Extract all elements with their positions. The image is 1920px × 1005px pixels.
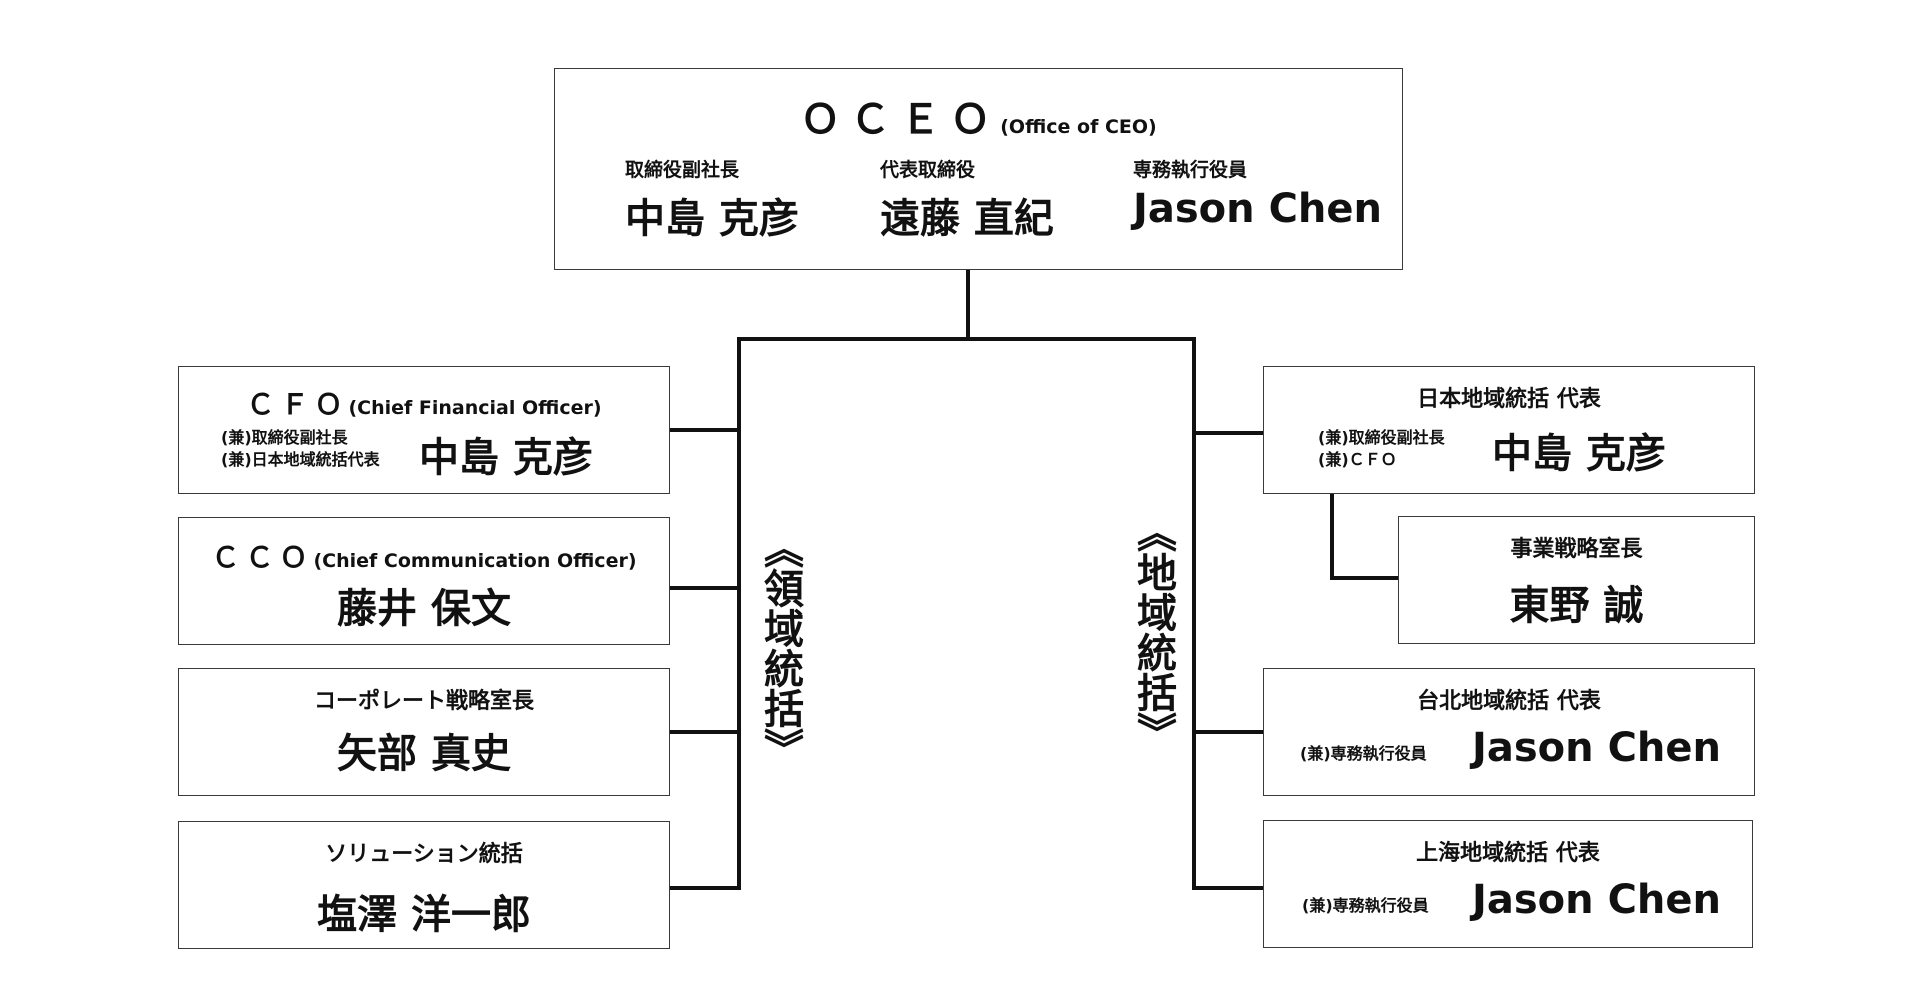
unit-title: ＣＦＯ(Chief Financial Officer) xyxy=(179,383,669,423)
unit-notes: (兼)取締役副社長 (兼)日本地域統括代表 xyxy=(221,427,380,471)
unit-notes: (兼)専務執行役員 xyxy=(1302,895,1429,917)
oceo-member-3: 専務執行役員 Jason Chen xyxy=(1133,155,1382,232)
region-unit-business-strategy: 事業戦略室長 東野 誠 xyxy=(1398,516,1755,644)
connector-top-bar xyxy=(737,337,1196,341)
region-unit-shanghai: 上海地域統括 代表 (兼)専務執行役員 Jason Chen xyxy=(1263,820,1753,948)
unit-name: 中島 克彦 xyxy=(1492,431,1666,477)
unit-note: (兼)日本地域統括代表 xyxy=(221,450,380,469)
unit-title-sub: (Chief Financial Officer) xyxy=(348,397,602,419)
oceo-member-role: 専務執行役員 xyxy=(1133,159,1248,181)
unit-title: 日本地域統括 代表 xyxy=(1417,387,1601,412)
unit-name: 藤井 保文 xyxy=(337,586,511,632)
unit-note: (兼)取締役副社長 xyxy=(221,428,348,447)
connector-right-branch-1 xyxy=(1192,431,1263,435)
connector-left-trunk xyxy=(737,337,741,890)
oceo-title: ＯＣＥＯ(Office of CEO) xyxy=(555,87,1402,145)
unit-name: 塩澤 洋一郎 xyxy=(317,892,531,938)
domain-unit-corporate-strategy: コーポレート戦略室長 矢部 真史 xyxy=(178,668,670,796)
domain-unit-cfo: ＣＦＯ(Chief Financial Officer) (兼)取締役副社長 (… xyxy=(178,366,670,494)
unit-title: コーポレート戦略室長 xyxy=(313,689,534,714)
unit-name: 中島 克彦 xyxy=(419,435,593,481)
unit-name: 矢部 真史 xyxy=(337,731,511,777)
unit-name: Jason Chen xyxy=(1472,725,1722,771)
connector-left-branch-3 xyxy=(670,730,740,734)
unit-title: ＣＣＯ(Chief Communication Officer) xyxy=(179,536,669,576)
unit-name: Jason Chen xyxy=(1472,877,1722,923)
connector-right-branch-3 xyxy=(1192,730,1263,734)
connector-left-branch-1 xyxy=(670,428,740,432)
unit-note: (兼)専務執行役員 xyxy=(1300,744,1427,763)
connector-right-branch-4 xyxy=(1192,886,1263,890)
oceo-member-role: 取締役副社長 xyxy=(625,159,740,181)
region-unit-taipei: 台北地域統括 代表 (兼)専務執行役員 Jason Chen xyxy=(1263,668,1755,796)
domain-label: 《領域統括》 xyxy=(757,528,803,768)
unit-note: (兼)専務執行役員 xyxy=(1302,896,1429,915)
oceo-title-main: ＯＣＥＯ xyxy=(800,97,1001,143)
oceo-member-2: 代表取締役 遠藤 直紀 xyxy=(880,155,1054,244)
unit-notes: (兼)専務執行役員 xyxy=(1300,743,1427,765)
unit-note: (兼)取締役副社長 xyxy=(1318,428,1445,447)
unit-note: (兼)ＣＦＯ xyxy=(1318,450,1397,469)
connector-right-trunk xyxy=(1192,337,1196,890)
oceo-member-role: 代表取締役 xyxy=(880,159,976,181)
connector-oceo-down xyxy=(966,270,970,340)
oceo-title-sub: (Office of CEO) xyxy=(1000,116,1157,138)
region-label: 《地域統括》 xyxy=(1130,512,1176,752)
region-unit-japan: 日本地域統括 代表 (兼)取締役副社長 (兼)ＣＦＯ 中島 克彦 xyxy=(1263,366,1755,494)
domain-unit-solution: ソリューション統括 塩澤 洋一郎 xyxy=(178,821,670,949)
connector-left-branch-2 xyxy=(670,586,740,590)
unit-title-sub: (Chief Communication Officer) xyxy=(313,550,637,572)
oceo-member-1: 取締役副社長 中島 克彦 xyxy=(625,155,799,244)
oceo-member-name: 中島 克彦 xyxy=(625,196,799,242)
unit-title: ソリューション統括 xyxy=(325,842,523,867)
unit-title: 台北地域統括 代表 xyxy=(1417,689,1601,714)
unit-title: 事業戦略室長 xyxy=(1510,537,1643,562)
oceo-box: ＯＣＥＯ(Office of CEO) 取締役副社長 中島 克彦 代表取締役 遠… xyxy=(554,68,1403,270)
oceo-member-name: Jason Chen xyxy=(1133,186,1383,232)
unit-title-main: ＣＣＯ xyxy=(211,541,314,574)
domain-unit-cco: ＣＣＯ(Chief Communication Officer) 藤井 保文 xyxy=(178,517,670,645)
connector-japan-sub-right xyxy=(1330,576,1398,580)
connector-japan-sub-down xyxy=(1330,493,1334,580)
connector-left-branch-4 xyxy=(670,886,740,890)
unit-title: 上海地域統括 代表 xyxy=(1416,841,1600,866)
unit-notes: (兼)取締役副社長 (兼)ＣＦＯ xyxy=(1318,427,1445,471)
unit-title-main: ＣＦＯ xyxy=(246,388,349,421)
unit-name: 東野 誠 xyxy=(1509,583,1644,629)
oceo-member-name: 遠藤 直紀 xyxy=(880,196,1054,242)
